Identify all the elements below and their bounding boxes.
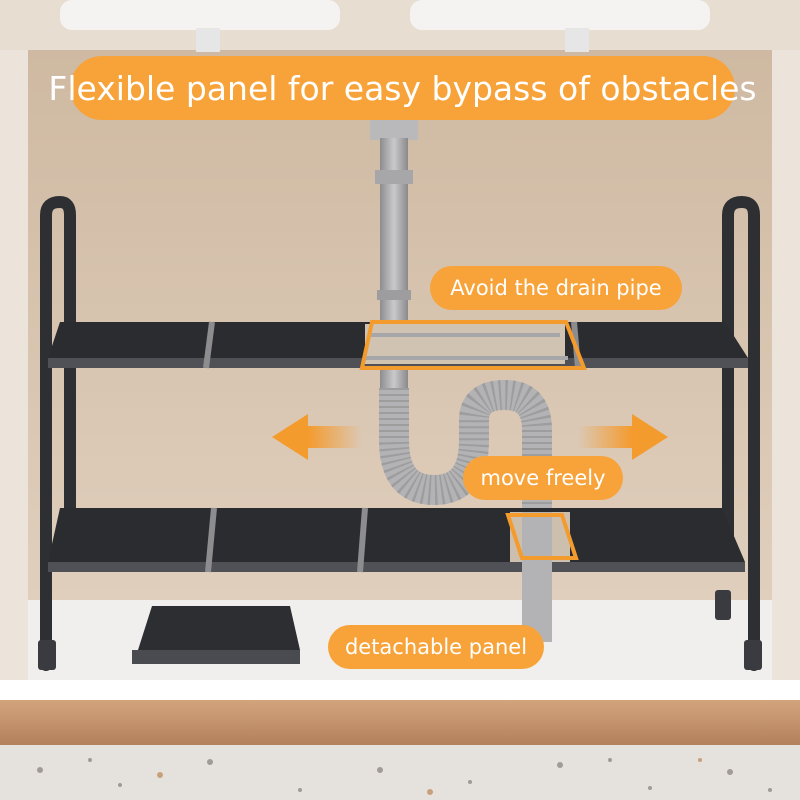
- drain-pipe-callout: Avoid the drain pipe: [430, 266, 682, 310]
- trap-gap-highlight: [505, 513, 579, 560]
- sink-basin-right: [410, 0, 710, 30]
- rack-upright-left: [40, 196, 76, 671]
- floorboard: [0, 700, 800, 745]
- terrazzo-floor: [0, 745, 800, 800]
- rack-upright-right: [722, 196, 760, 671]
- detachable-panel-shape: [132, 606, 300, 664]
- arrow-left-icon: [272, 414, 362, 460]
- headline-banner: Flexible panel for easy bypass of obstac…: [48, 56, 757, 120]
- drain-pipe-upper: [370, 118, 418, 140]
- cabinet-side-left: [0, 0, 28, 700]
- detachable-panel-callout: detachable panel: [328, 625, 544, 669]
- cabinet-side-right: [772, 0, 800, 700]
- move-freely-callout: move freely: [463, 456, 623, 500]
- upper-shelf: [48, 321, 748, 369]
- arrow-right-icon: [578, 414, 668, 460]
- lower-shelf: [48, 507, 745, 573]
- drain-gap-highlight: [359, 320, 587, 370]
- sink-basin-left: [60, 0, 340, 30]
